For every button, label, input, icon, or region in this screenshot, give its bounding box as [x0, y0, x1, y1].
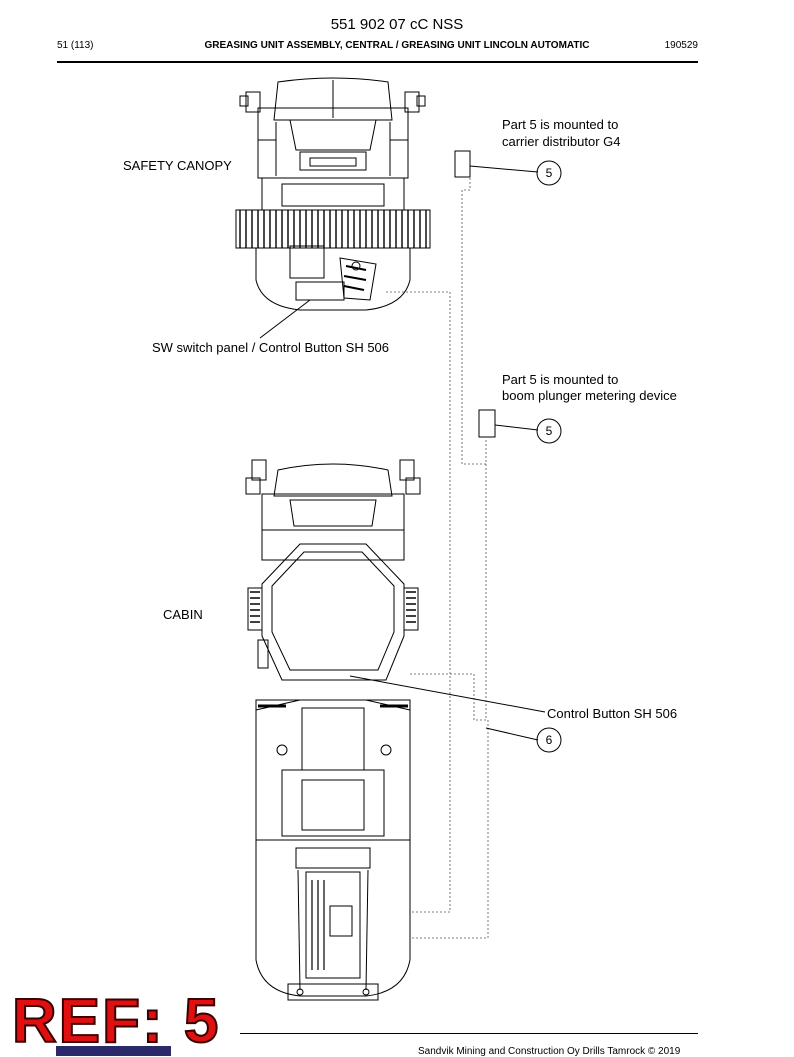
brand-logo: [56, 1046, 171, 1056]
footer-divider: [240, 1033, 698, 1034]
safety-canopy-drawing: [235, 77, 431, 311]
balloon-middle: [536, 418, 562, 444]
part-5-top-marker: [454, 150, 471, 178]
sw-switch-panel-label: SW switch panel / Control Button SH 506: [152, 340, 390, 355]
header-divider: [57, 61, 698, 63]
part-5-middle-marker: [478, 409, 496, 438]
cabin-drawing: [245, 459, 421, 1001]
note-middle-line2: boom plunger metering device: [502, 388, 677, 403]
note-top-line2: carrier distributor G4: [502, 134, 621, 149]
balloon-top-number: 5: [546, 166, 553, 180]
balloon-bottom-number: 6: [546, 733, 553, 747]
safety-canopy-label: SAFETY CANOPY: [123, 158, 232, 173]
ref-stamp: REF: 5: [11, 986, 221, 1057]
note-middle-line1: Part 5 is mounted to: [502, 372, 619, 387]
balloon-top: [536, 160, 562, 186]
balloon-bottom: [536, 727, 562, 753]
document-number: 551 902 07 cC NSS: [330, 16, 464, 33]
balloon-middle-number: 5: [546, 424, 553, 438]
cabin-label: CABIN: [163, 607, 203, 622]
page-reference: 51 (113): [57, 40, 94, 51]
control-button-label: Control Button SH 506: [547, 706, 678, 721]
date-code: 190529: [664, 40, 698, 51]
footer-copyright: Sandvik Mining and Construction Oy Drill…: [418, 1046, 681, 1057]
section-title: GREASING UNIT ASSEMBLY, CENTRAL / GREASI…: [204, 40, 590, 51]
note-top-line1: Part 5 is mounted to: [502, 117, 619, 132]
